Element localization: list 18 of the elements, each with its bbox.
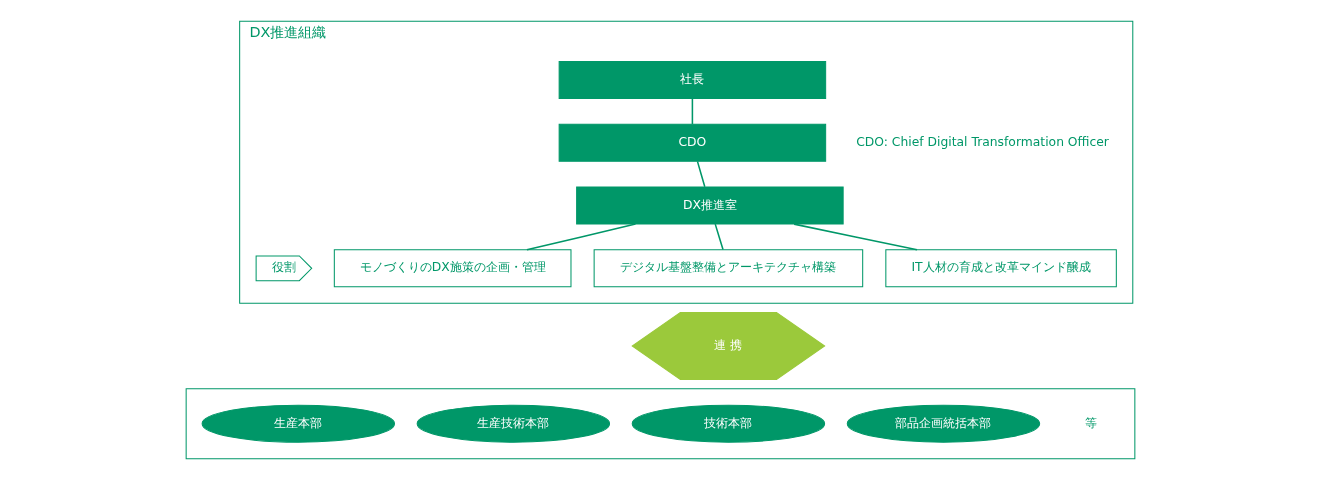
node-label: CDO: Chief Digital Transformation Officer xyxy=(855,134,1109,149)
connector xyxy=(525,222,636,250)
connector xyxy=(696,160,706,188)
label: 等 xyxy=(1084,415,1097,430)
node-box: デジタル基盤整備とアーキテクチャ構築 xyxy=(593,248,863,287)
connector xyxy=(792,222,918,250)
node-ellipse: 生産技術本部 xyxy=(416,404,610,443)
node-ellipse: 生産本部 xyxy=(201,404,395,443)
node-box: CDO xyxy=(558,123,826,162)
node-box: 社長 xyxy=(558,60,826,99)
node-ellipse: 技術本部 xyxy=(631,404,825,443)
connector xyxy=(691,97,693,125)
node-box: モノづくりのDX施策の企画・管理 xyxy=(333,248,571,287)
connector xyxy=(714,222,724,250)
node-box: DX推進室 xyxy=(575,186,844,225)
cluster xyxy=(185,387,1135,459)
node-ellipse: 部品企画統括本部 xyxy=(846,404,1040,443)
node-box: IT人材の育成と改革マインド醸成 xyxy=(884,248,1117,287)
